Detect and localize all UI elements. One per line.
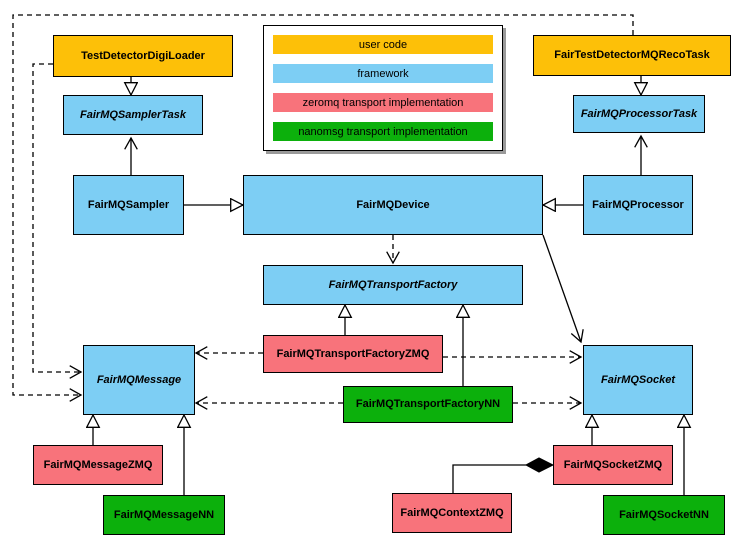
class-label: FairMQSocket	[601, 373, 675, 386]
class-label: FairMQSocketZMQ	[563, 458, 663, 471]
edge-recotask-message	[12, 14, 634, 402]
class-label: TestDetectorDigiLoader	[81, 49, 205, 62]
class-box-fairmqsamplertask: FairMQSamplerTask	[63, 95, 203, 135]
class-box-fairmqmessage: FairMQMessage	[83, 345, 195, 415]
class-box-fairmqtransportfactorynn: FairMQTransportFactoryNN	[343, 386, 513, 423]
legend-item-user-code: user code	[273, 35, 493, 54]
class-label: FairMQTransportFactoryZMQ	[276, 347, 430, 360]
edge-contextzmq-socketzmq	[452, 464, 526, 493]
class-label: FairMQMessageZMQ	[43, 458, 153, 471]
class-label: FairMQSocketNN	[619, 508, 709, 521]
class-box-fairmqsocketzmq: FairMQSocketZMQ	[553, 445, 673, 485]
class-label: FairMQMessageNN	[113, 508, 215, 521]
composition-diamond	[524, 457, 555, 473]
class-box-fairmqtransportfactory: FairMQTransportFactory	[263, 265, 523, 305]
legend: user code framework zeromq transport imp…	[263, 25, 503, 151]
legend-item-zeromq: zeromq transport implementation	[273, 93, 493, 112]
class-label: FairMQTransportFactory	[328, 278, 458, 291]
class-box-fairmqsocketnn: FairMQSocketNN	[603, 495, 725, 535]
legend-item-nanomsg: nanomsg transport implementation	[273, 122, 493, 141]
class-box-fairtestdetectormqrecotask: FairTestDetectorMQRecoTask	[533, 35, 731, 76]
class-box-fairmqprocessortask: FairMQProcessorTask	[573, 95, 705, 133]
class-label: FairMQTransportFactoryNN	[355, 398, 501, 411]
legend-label: zeromq transport implementation	[302, 96, 464, 109]
class-label: FairMQDevice	[356, 198, 430, 211]
class-box-fairmqprocessor: FairMQProcessor	[583, 175, 693, 235]
class-box-fairmqsocket: FairMQSocket	[583, 345, 693, 415]
class-label: FairMQSamplerTask	[80, 108, 186, 121]
class-label: FairMQProcessorTask	[580, 107, 698, 120]
class-box-fairmqdevice: FairMQDevice	[243, 175, 543, 235]
class-label: FairMQSampler	[87, 198, 170, 211]
class-box-fairmqmessagezmq: FairMQMessageZMQ	[33, 445, 163, 485]
class-box-testdetectordigiloader: TestDetectorDigiLoader	[53, 35, 233, 77]
class-box-fairmqcontextzmq: FairMQContextZMQ	[392, 493, 512, 533]
edge-digiloader-message	[32, 63, 83, 379]
class-label: FairMQMessage	[96, 373, 182, 386]
class-label: FairTestDetectorMQRecoTask	[554, 49, 710, 62]
class-box-fairmqmessagenn: FairMQMessageNN	[103, 495, 225, 535]
legend-item-framework: framework	[273, 64, 493, 83]
legend-label: user code	[358, 38, 408, 51]
legend-label: framework	[357, 67, 409, 80]
edge-device-socket	[542, 234, 584, 344]
class-label: FairMQContextZMQ	[400, 506, 504, 519]
class-label: FairMQProcessor	[592, 198, 684, 211]
class-box-fairmqtransportfactoryzmq: FairMQTransportFactoryZMQ	[263, 335, 443, 373]
legend-label: nanomsg transport implementation	[298, 125, 468, 138]
class-box-fairmqsampler: FairMQSampler	[73, 175, 184, 235]
